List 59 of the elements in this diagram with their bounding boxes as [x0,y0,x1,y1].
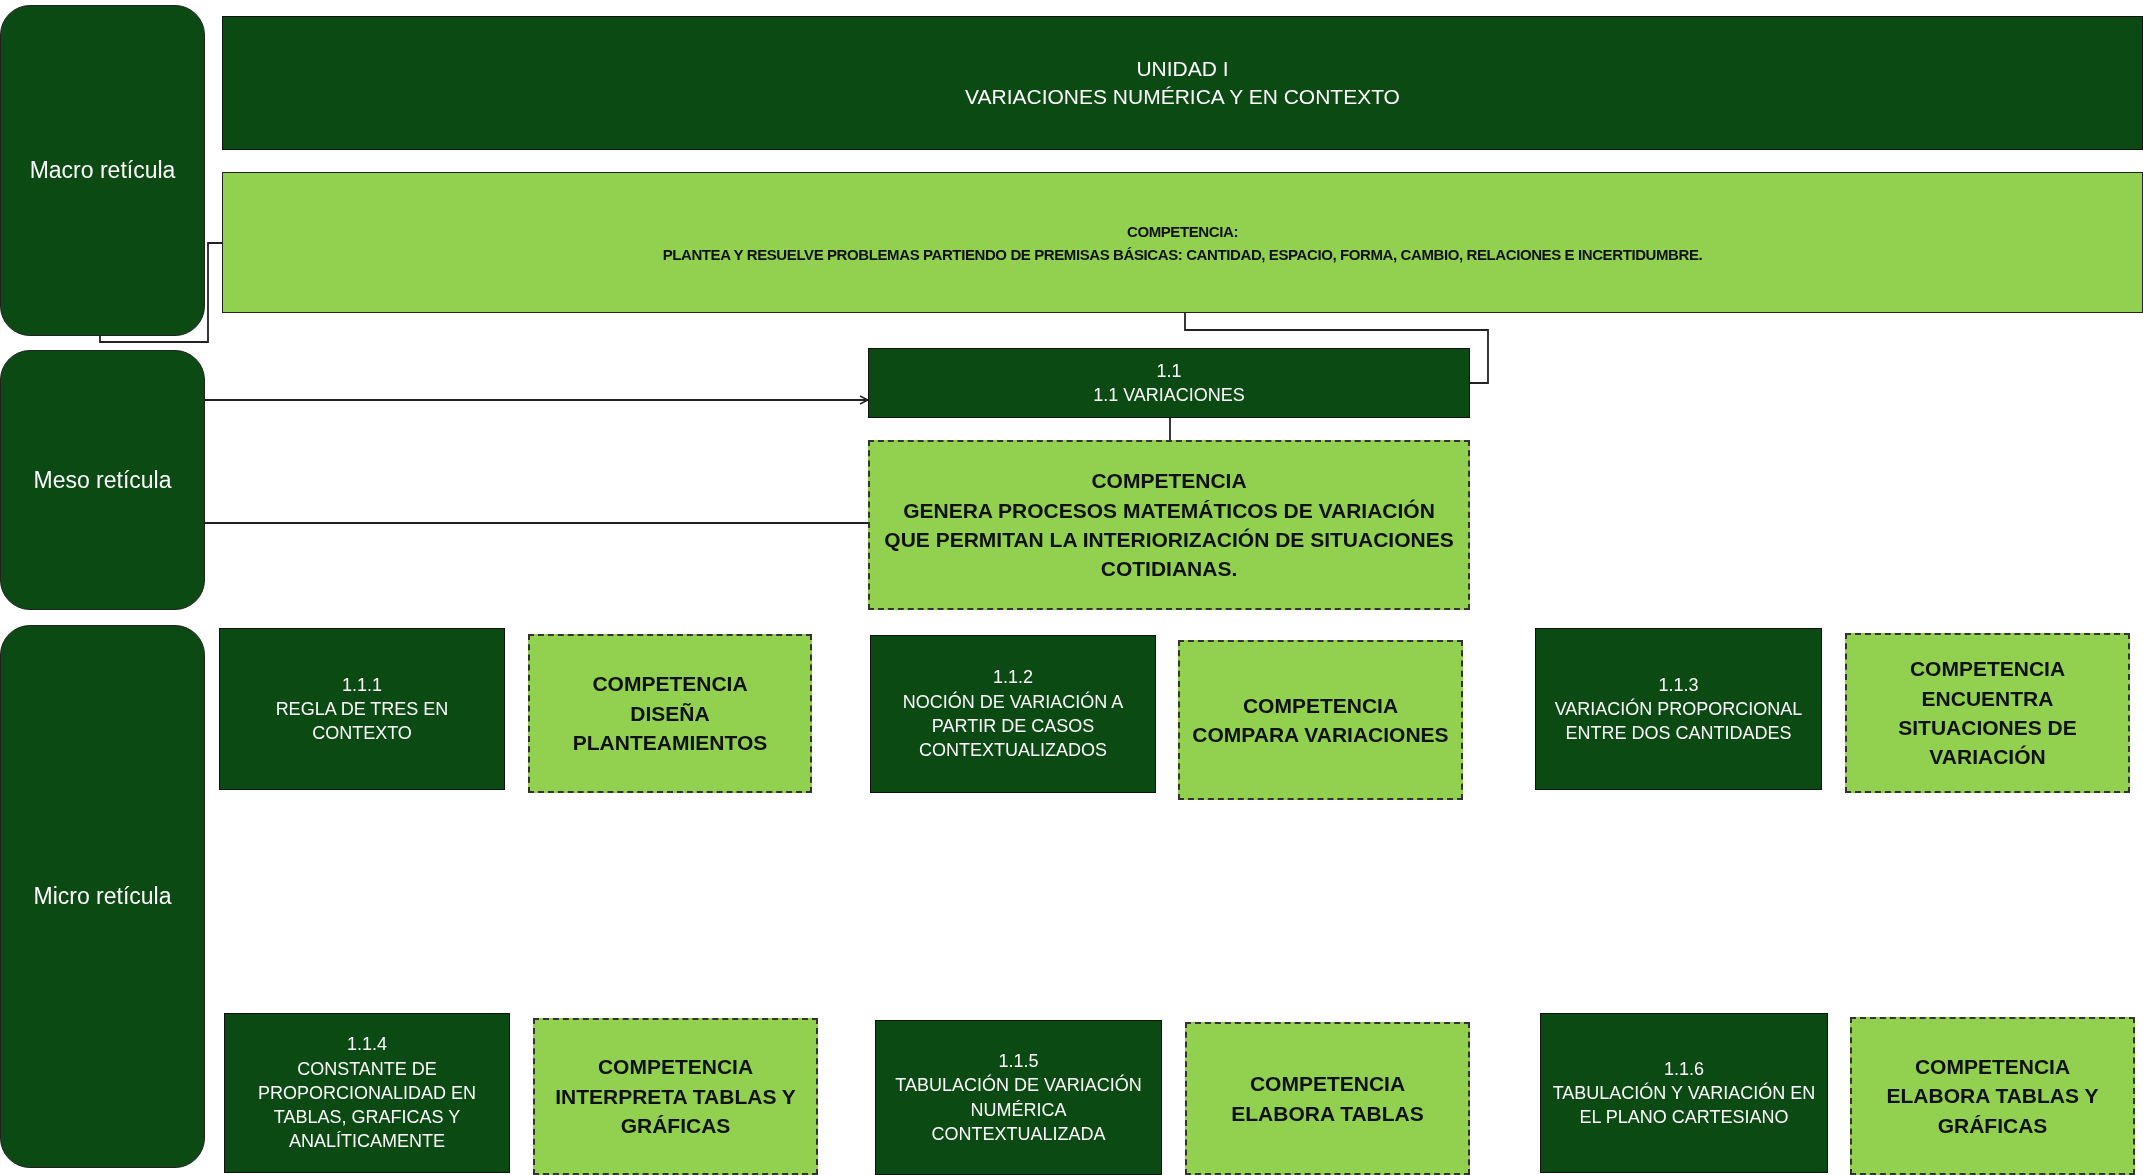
box-heading: COMPETENCIA [597,1054,754,1081]
box-text: 1.1 VARIACIONES [1093,384,1245,407]
connector-line [1184,312,1489,384]
box-text: TABULACIÓN DE VARIACIÓN NUMÉRICA CONTEXTUALIZADA [894,1073,1143,1146]
box-heading: 1.1.1 [341,673,382,697]
box-text: Macro retícula [29,157,176,184]
competency-box [1178,640,1463,800]
unit-banner [222,16,2143,150]
box-text: ENCUENTRA SITUACIONES DE VARIACIÓN [1897,685,2078,771]
topic-box [219,628,505,790]
box-text: ELABORA TABLAS [1231,1100,1424,1127]
box-heading: 1.1.5 [998,1049,1039,1073]
box-text: COMPARA VARIACIONES [1192,722,1449,748]
box-heading: COMPETENCIA [1242,692,1399,719]
box-text: INTERPRETA TABLAS Y GRÁFICAS [554,1083,797,1140]
box-heading: COMPETENCIA [1914,1053,2071,1080]
box-text: Meso retícula [33,466,172,494]
topic-box [1535,628,1822,790]
box-heading: COMPETENCIA [1249,1071,1406,1098]
box-text: VARIACIONES NUMÉRICA Y EN CONTEXTO [965,84,1400,110]
box-text: VARIACIÓN PROPORCIONAL ENTRE DOS CANTIDADES [1553,697,1804,746]
box-text: CONSTANTE DE PROPORCIONALIDAD EN TABLAS, GRAFICAS Y ANALÍTICAMENTE [256,1057,477,1154]
box-heading: COMPETENCIA [1091,468,1247,495]
level-box [0,625,205,1168]
box-text: REGLA DE TRES EN CONTEXTO [274,697,450,746]
competency-box [1845,633,2130,793]
box-heading: 1.1.3 [1658,673,1699,697]
competency-box [1185,1022,1470,1175]
connector-line [99,242,223,343]
box-text: ELABORA TABLAS Y GRÁFICAS [1885,1083,2100,1139]
connector-line [204,522,869,524]
box-heading: COMPETENCIA: [1126,222,1238,240]
box-heading: UNIDAD I [1136,55,1229,82]
box-heading: COMPETENCIA [592,671,748,698]
level-box [0,5,205,336]
connector-line [1169,417,1171,441]
box-text: DISEÑA PLANTEAMIENTOS [571,700,769,757]
box-heading: 1.1.6 [1663,1057,1704,1081]
box-heading: 1.1.2 [992,666,1033,690]
topic-box [868,348,1470,418]
box-text: NOCIÓN DE VARIACIÓN A PARTIR DE CASOS CONTEXTUALIZADOS [901,690,1125,763]
box-heading: 1.1 [1156,359,1182,383]
box-text: PLANTEA Y RESUELVE PROBLEMAS PARTIENDO DE PREMISAS BÁSICAS: CANTIDAD, ESPACIO, FORMA, CAMBIO, RELACIONES E INCERTIDUMBRE. [662,245,1703,263]
box-text: TABULACIÓN Y VARIACIÓN EN EL PLANO CARTESIANO [1551,1081,1817,1130]
level-box [0,350,205,610]
competency-box [528,634,812,793]
arrow [204,395,869,405]
box-heading: 1.1.4 [346,1033,387,1057]
topic-box [224,1013,510,1173]
box-heading: COMPETENCIA [1909,656,2066,683]
box-text: Micro retícula [33,883,172,910]
box-text: GENERA PROCESOS MATEMÁTICOS DE VARIACIÓN QUE PERMITAN LA INTERIORIZACIÓN DE SITUACIONES COTIDIANAS. [883,497,1455,583]
competency-box [1850,1017,2135,1175]
topic-box [870,635,1156,793]
topic-box [1540,1013,1828,1173]
topic-box [875,1020,1162,1175]
competency-box [868,440,1470,610]
competency-box [533,1018,818,1175]
competency-banner [222,172,2143,313]
